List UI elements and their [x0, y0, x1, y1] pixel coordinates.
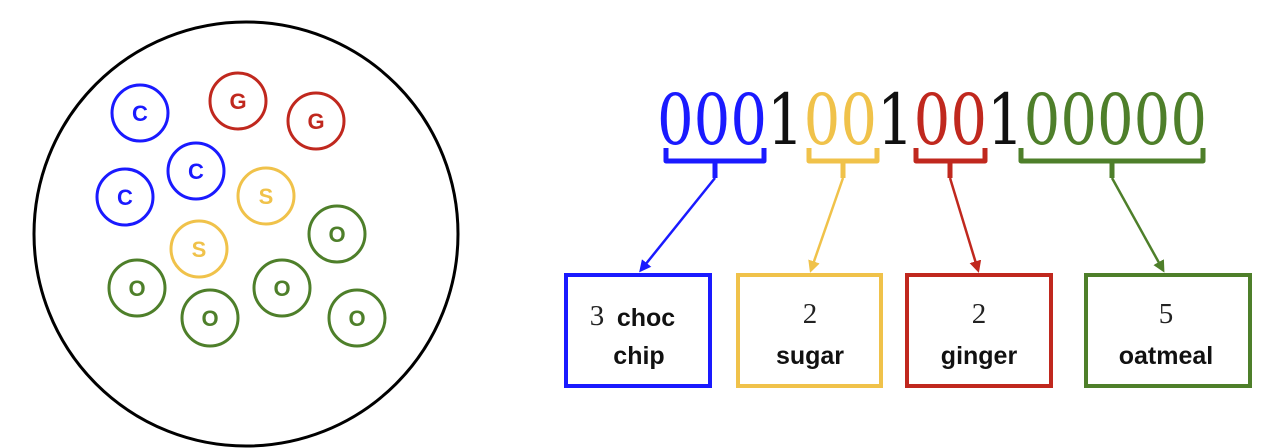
cookie-outline: [208, 71, 268, 131]
count-box-frame: [564, 273, 712, 388]
cookie-letter: O: [201, 306, 218, 331]
cookie-oatmeal: O: [327, 288, 387, 348]
cookie-oatmeal: O: [252, 258, 312, 318]
cookie-letter: G: [307, 109, 324, 134]
cookie-letter: S: [192, 237, 207, 262]
bit-string: 000100100100000: [657, 79, 1207, 161]
count-box-oatmeal: 5 oatmeal: [1084, 273, 1252, 388]
cookie-choc: C: [110, 83, 170, 143]
arrow-sugar: [808, 177, 845, 273]
cookie-letter: O: [128, 276, 145, 301]
brace-oatmeal: [1018, 148, 1206, 178]
brace-ginger: [913, 148, 988, 178]
bit-segment-choc: 000: [657, 79, 767, 161]
cookie-outline: [327, 288, 387, 348]
cookie-choc: C: [166, 141, 226, 201]
cookie-oatmeal: O: [107, 258, 167, 318]
cookie-choc: C: [95, 167, 155, 227]
count-label-line2: sugar: [776, 342, 844, 370]
cookie-outline: [166, 141, 226, 201]
bit-segment-oatmeal: 00000: [1024, 79, 1207, 161]
cookie-letter: C: [117, 185, 133, 210]
cookie-ginger: G: [208, 71, 268, 131]
count-box-frame: [905, 273, 1053, 388]
cookie-letter: C: [188, 159, 204, 184]
count-value: 5: [1159, 298, 1174, 330]
bit-segment-separator: 1: [877, 79, 914, 161]
cookie-outline: [252, 258, 312, 318]
count-value: 3: [590, 300, 605, 332]
cookie-outline: [307, 204, 367, 264]
cookie-outline: [286, 91, 346, 151]
cookie-oatmeal: O: [307, 204, 367, 264]
count-box-choc: 3 choc chip: [564, 273, 712, 388]
cookie-outline: [110, 83, 170, 143]
brace-sugar: [806, 148, 880, 178]
cookie-jar-circle: [32, 20, 460, 448]
bit-segment-sugar: 00: [804, 79, 877, 161]
count-label-line2: ginger: [941, 342, 1018, 370]
cookie-oatmeal: O: [180, 288, 240, 348]
cookie-letter: O: [273, 276, 290, 301]
cookie-letter: G: [229, 89, 246, 114]
count-box-frame: [1084, 273, 1252, 388]
cookie-outline: [236, 166, 296, 226]
arrow-oatmeal: [1110, 177, 1165, 273]
bit-segment-separator: 1: [767, 79, 804, 161]
cookie-outline: [107, 258, 167, 318]
count-box-ginger: 2 ginger: [905, 273, 1053, 388]
cookie-letter: C: [132, 101, 148, 126]
arrow-ginger: [948, 177, 982, 273]
cookie-sugar: S: [169, 219, 229, 279]
count-label-line1: choc: [617, 304, 675, 332]
bit-segment-separator: 1: [987, 79, 1024, 161]
arrow-group: [639, 177, 1165, 273]
arrow-choc: [639, 177, 716, 273]
cookie-ginger: G: [286, 91, 346, 151]
cookie-letter: S: [259, 184, 274, 209]
count-value: 2: [803, 298, 818, 330]
count-value: 2: [972, 298, 987, 330]
cookie-outline: [180, 288, 240, 348]
brace-group: [663, 148, 1206, 178]
count-label-line2: chip: [613, 342, 664, 370]
cookie-outline: [95, 167, 155, 227]
count-label-line2: oatmeal: [1119, 342, 1213, 370]
bit-segment-ginger: 00: [914, 79, 987, 161]
cookie-outline: [169, 219, 229, 279]
count-box-sugar: 2 sugar: [736, 273, 883, 388]
count-box-frame: [736, 273, 883, 388]
cookie-sugar: S: [236, 166, 296, 226]
cookie-group: C C C G G S S O O O O O: [95, 71, 387, 348]
cookie-letter: O: [328, 222, 345, 247]
cookie-letter: O: [348, 306, 365, 331]
brace-choc: [663, 148, 767, 178]
